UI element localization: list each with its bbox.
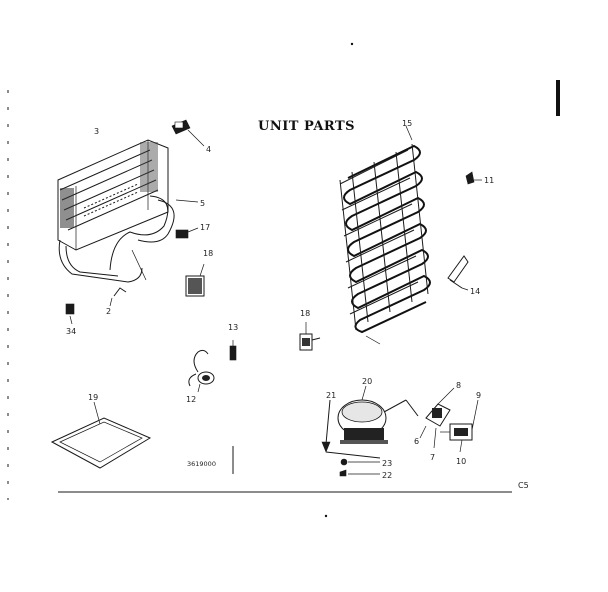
compressor	[337, 385, 419, 444]
callout-7: 7	[430, 453, 435, 462]
callout-18b: 18	[300, 309, 310, 318]
callout-13: 13	[228, 323, 238, 332]
part-14-bracket	[447, 255, 469, 291]
callout-19: 19	[88, 393, 98, 402]
part-18-terminal-block	[299, 322, 321, 351]
diagram-title: UNIT PARTS	[258, 119, 355, 134]
evaporator-assembly	[57, 139, 169, 251]
part-19-drain-pan	[50, 401, 152, 469]
callout-11: 11	[484, 176, 494, 185]
drawing-code: 3619000	[187, 460, 216, 468]
right-edge-mark	[556, 80, 560, 116]
callout-10: 10	[456, 457, 466, 466]
part-2-clip	[109, 287, 127, 307]
corner-mark: C5	[518, 481, 529, 490]
callout-5: 5	[200, 199, 205, 208]
part-12-thermostat	[188, 349, 215, 393]
callout-20: 20	[362, 377, 372, 386]
callout-17: 17	[200, 223, 210, 232]
part-13-fuse	[229, 340, 237, 361]
part-11-clip	[465, 171, 482, 185]
callout-8: 8	[456, 381, 461, 390]
callout-21: 21	[326, 391, 336, 400]
part-34-fitting	[65, 303, 75, 325]
callout-23: 23	[382, 459, 392, 468]
capacitor	[440, 399, 479, 453]
part-4-clip	[171, 119, 205, 147]
callout-22: 22	[382, 471, 392, 480]
evaporator-tubing	[58, 239, 143, 283]
condenser-coil	[339, 125, 431, 345]
callout-6: 6	[414, 437, 419, 446]
callout-18a: 18	[203, 249, 213, 258]
part-23-grommet	[340, 458, 380, 466]
part-22-clip	[339, 469, 380, 477]
callout-9: 9	[476, 391, 481, 400]
part-18-relay	[185, 263, 205, 297]
callout-15: 15	[402, 119, 412, 128]
callout-4: 4	[206, 145, 211, 154]
starting-relay-assembly	[419, 387, 455, 449]
callout-12: 12	[186, 395, 196, 404]
callout-3: 3	[94, 127, 99, 136]
callout-34: 34	[66, 327, 76, 336]
callout-2: 2	[106, 307, 111, 316]
part-17-bracket	[175, 227, 199, 239]
callout-14: 14	[470, 287, 480, 296]
